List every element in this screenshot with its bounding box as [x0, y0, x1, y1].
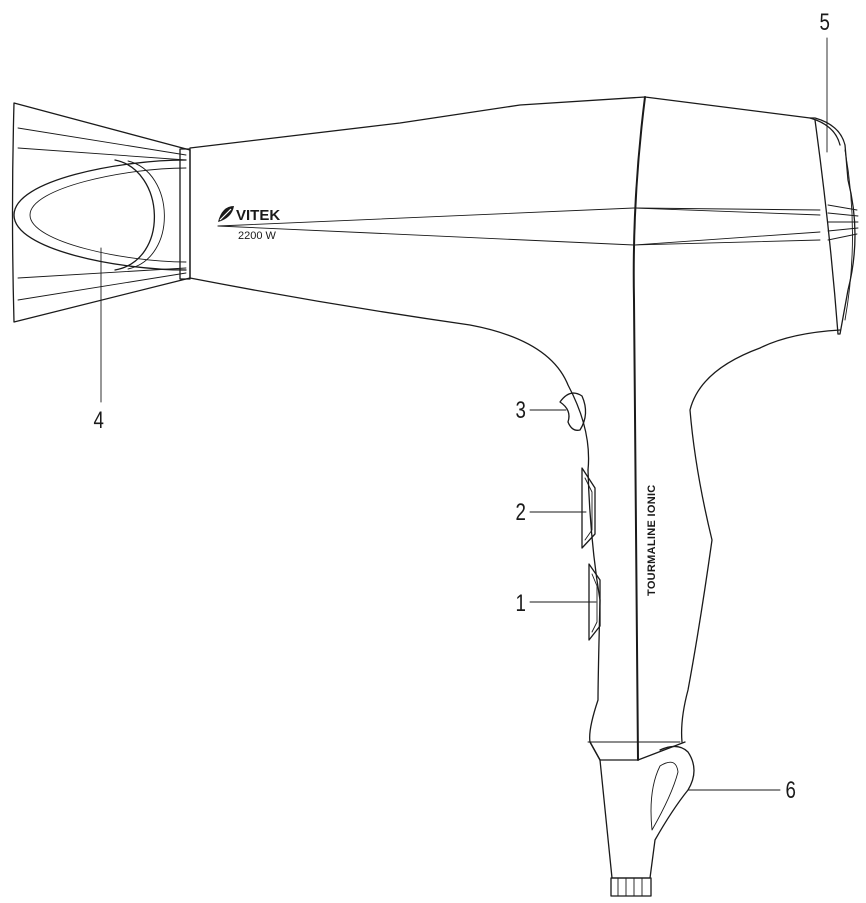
callout-4: 4: [93, 407, 103, 434]
concentrator-nozzle: [11, 102, 191, 323]
vitek-leaf-icon: [218, 206, 234, 222]
callout-2: 2: [515, 499, 525, 526]
speed-switch: [588, 563, 601, 641]
temperature-switch: [581, 467, 596, 549]
callout-leaders: [100, 37, 828, 791]
cool-shot-button: [559, 392, 587, 431]
callout-6: 6: [785, 777, 795, 804]
callout-3: 3: [515, 397, 525, 424]
series-label: TOURMALINE IONIC: [646, 484, 658, 596]
callout-5: 5: [819, 9, 829, 36]
dryer-handle: [587, 469, 695, 897]
brand-name: VITEK: [236, 207, 280, 224]
power-rating: 2200 W: [238, 230, 277, 242]
callout-1: 1: [515, 590, 525, 617]
dryer-body: [189, 96, 859, 761]
